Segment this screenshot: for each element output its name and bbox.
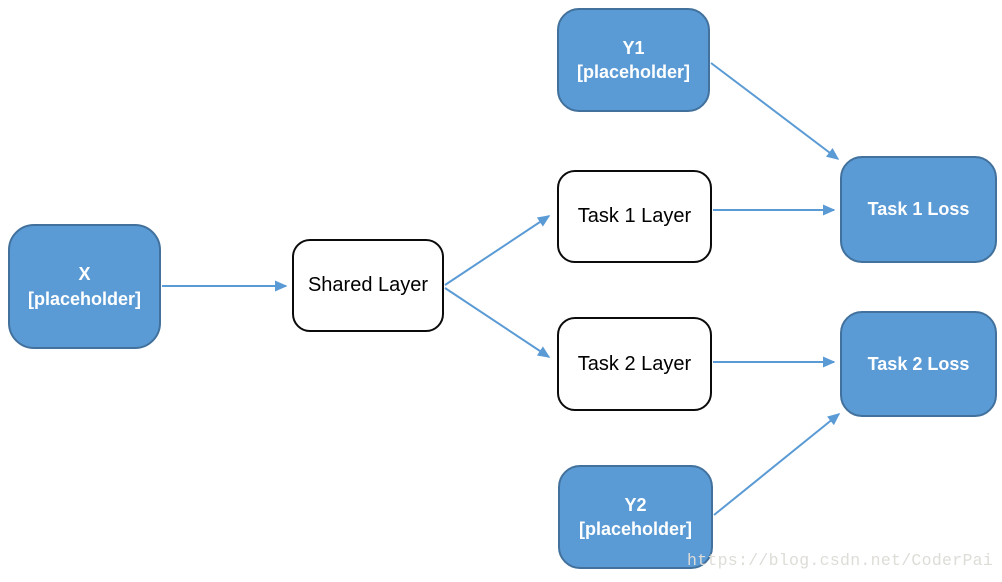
node-task2-layer-label: Task 2 Layer <box>577 352 692 375</box>
node-y1-placeholder: Y1 [placeholder] <box>557 8 710 112</box>
arrow-shared-layer-to-task1-layer <box>444 215 551 286</box>
node-y1-line2: [placeholder] <box>576 62 691 82</box>
node-task1-layer: Task 1 Layer <box>557 170 712 263</box>
node-y2-line2: [placeholder] <box>578 519 693 539</box>
node-shared-layer-label: Shared Layer <box>307 274 429 296</box>
watermark: https://blog.csdn.net/CoderPai <box>687 551 994 570</box>
node-y2-line1: Y2 <box>624 494 647 515</box>
arrow-y1-to-task1-loss <box>710 62 840 160</box>
node-task1-layer-label: Task 1 Layer <box>577 205 692 227</box>
node-task2-layer: Task 2 Layer <box>557 317 712 411</box>
node-task1-loss: Task 1 Loss <box>840 156 997 263</box>
node-x-line1: X <box>78 264 91 285</box>
node-x-line2: [placeholder] <box>27 288 142 309</box>
node-y1-line1: Y1 <box>622 37 645 58</box>
arrow-shared-layer-to-task2-layer <box>444 287 551 358</box>
node-shared-layer: Shared Layer <box>292 239 444 332</box>
node-y2-placeholder: Y2 [placeholder] <box>558 465 713 569</box>
node-x-placeholder: X [placeholder] <box>8 224 161 349</box>
node-task2-loss-label: Task 2 Loss <box>867 353 970 374</box>
node-task2-loss: Task 2 Loss <box>840 311 997 417</box>
arrow-y2-to-task2-loss <box>713 413 841 516</box>
node-task1-loss-label: Task 1 Loss <box>867 199 970 220</box>
